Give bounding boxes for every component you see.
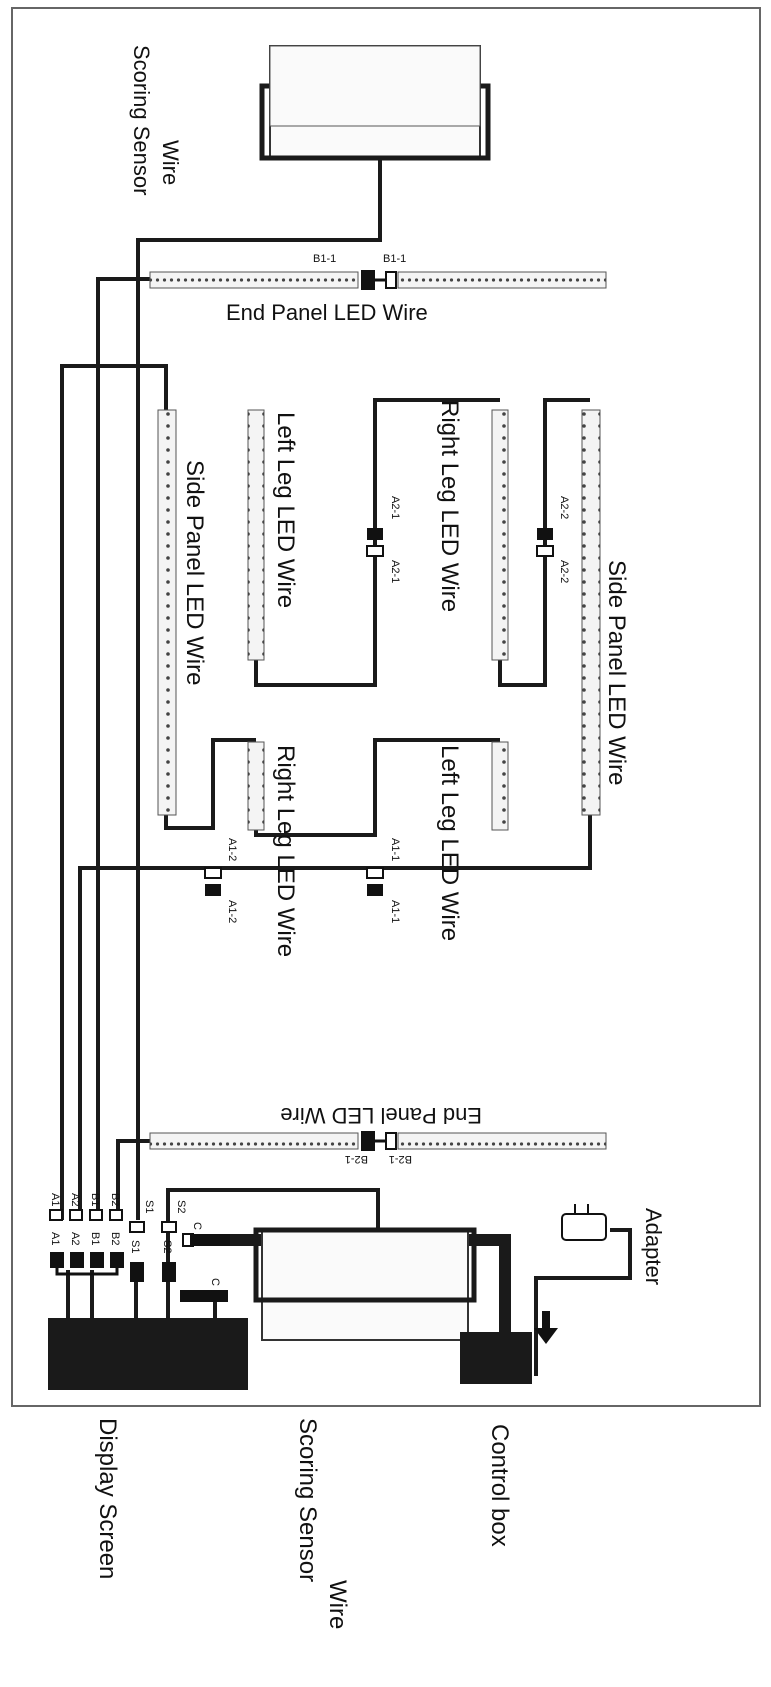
label-right-leg-lower: Right Leg LED Wire	[272, 745, 299, 957]
conn-a1-1-top: A1-1	[389, 838, 401, 861]
label-end-panel-bottom: End Panel LED Wire	[280, 1103, 482, 1128]
conn-b1-b: B1	[89, 1232, 101, 1245]
conn-a1-2-top: A1-2	[226, 838, 238, 861]
inline-connectors	[204, 528, 554, 896]
label-scoring-sensor-bottom-1: Scoring Sensor	[294, 1418, 321, 1582]
conn-s1: S1	[143, 1200, 155, 1213]
label-end-panel-top: End Panel LED Wire	[226, 300, 428, 325]
conn-s2: S2	[175, 1200, 187, 1213]
side-panel-led-strip-left	[157, 409, 177, 816]
conn-a1-2-bottom: A1-2	[226, 900, 238, 923]
label-side-panel-right: Side Panel LED Wire	[603, 560, 630, 785]
conn-b2-b: B2	[109, 1232, 121, 1245]
conn-a1: A1	[49, 1193, 61, 1206]
conn-b1-1-right: B1-1	[383, 253, 406, 265]
conn-b1: B1	[89, 1193, 101, 1206]
end-panel-led-strip-bottom	[149, 1131, 607, 1151]
label-scoring-sensor-bottom-2: Wire	[324, 1580, 351, 1629]
label-control-box: Control box	[486, 1424, 513, 1547]
right-leg-led-strip-upper	[491, 409, 509, 661]
scoring-sensor-box-bottom	[253, 1227, 477, 1341]
diagram-frame	[11, 7, 761, 1407]
side-panel-led-strip-right	[581, 409, 601, 816]
conn-a1-1-bottom: A1-1	[389, 900, 401, 923]
scoring-sensor-box-top	[259, 45, 491, 161]
conn-b1-1-left: B1-1	[313, 253, 336, 265]
conn-a2-b: A2	[69, 1232, 81, 1245]
conn-s1-b: S1	[129, 1240, 141, 1253]
conn-b2-1-right: B2-1	[389, 1153, 412, 1165]
conn-a2-1-top: A2-1	[389, 496, 401, 519]
conn-a2-2-top: A2-2	[558, 496, 570, 519]
conn-a2-1-bottom: A2-1	[389, 560, 401, 583]
wiring	[60, 158, 632, 1376]
label-scoring-sensor-top-1: Scoring Sensor	[129, 45, 154, 195]
label-scoring-sensor-top-2: Wire	[158, 140, 183, 185]
conn-c: C	[191, 1222, 203, 1230]
left-leg-led-strip-upper	[247, 409, 265, 661]
label-side-panel-left: Side Panel LED Wire	[181, 460, 208, 685]
conn-c-b: C	[209, 1278, 221, 1286]
adapter-plug-icon	[561, 1204, 607, 1241]
left-leg-led-strip-lower	[491, 741, 509, 831]
conn-b2-1-left: B2-1	[345, 1153, 368, 1165]
conn-a2-2-bottom: A2-2	[558, 560, 570, 583]
connector-bank	[49, 1209, 230, 1302]
control-box	[460, 1332, 532, 1384]
label-adapter: Adapter	[641, 1208, 666, 1285]
label-right-leg-upper: Right Leg LED Wire	[436, 400, 463, 612]
right-leg-led-strip-lower	[247, 741, 265, 831]
label-left-leg-upper: Left Leg LED Wire	[272, 412, 299, 608]
arrow-down-icon	[534, 1311, 558, 1344]
display-screen-box	[48, 1318, 248, 1390]
end-panel-led-strip-top	[149, 270, 607, 290]
conn-a2: A2	[69, 1193, 81, 1206]
label-left-leg-lower: Left Leg LED Wire	[436, 745, 463, 941]
conn-b2: B2	[109, 1193, 121, 1206]
label-display-screen: Display Screen	[94, 1418, 121, 1579]
conn-s2-b: S2	[161, 1240, 173, 1253]
conn-a1-b: A1	[49, 1232, 61, 1245]
